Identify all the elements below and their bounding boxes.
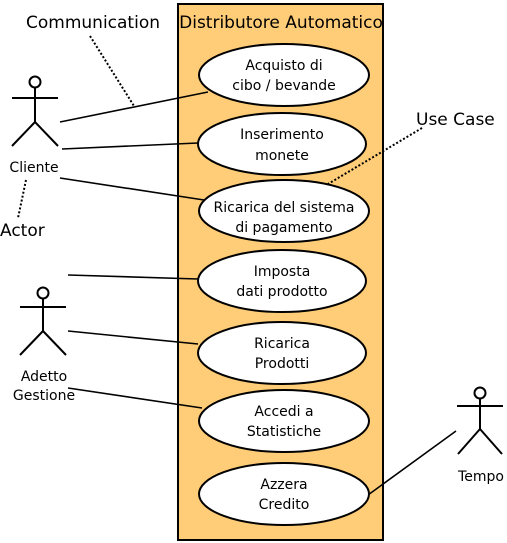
- communication-line: [59, 177, 205, 201]
- use-case-label: Ricarica del sistema: [214, 200, 355, 216]
- use-case-ellipse: [198, 389, 370, 453]
- use-case-inserimento: Inserimento monete: [197, 112, 367, 176]
- use-case-label: Accedi a: [254, 404, 313, 420]
- use-case-label: di pagamento: [235, 220, 332, 236]
- use-case-label: Inserimento: [240, 127, 324, 143]
- use-case-ellipse: [198, 43, 370, 107]
- communication-line: [67, 274, 199, 280]
- use-case-annotation: Use Case: [416, 110, 495, 130]
- use-case-label: Imposta: [254, 264, 311, 280]
- actor-cliente: Cliente: [9, 75, 59, 176]
- communication-line: [367, 430, 457, 496]
- annotation-pointers: [17, 35, 423, 219]
- use-case-ricarica-sistema: Ricarica del sistema di pagamento: [198, 179, 370, 243]
- stick-figure-icon: [457, 386, 503, 455]
- actor-pointer: [17, 179, 27, 219]
- use-case-accedi: Accedi a Statistiche: [198, 389, 370, 453]
- communication-line: [67, 387, 203, 409]
- communication-annotation: Communication: [26, 13, 160, 33]
- system-title: Distributore Automatico: [179, 13, 383, 33]
- actor-adetto-gestione: Adetto Gestione: [13, 286, 75, 404]
- use-case-ricarica-prodotti: Ricarica Prodotti: [197, 321, 367, 385]
- use-case-label: Statistiche: [247, 424, 321, 440]
- actor-tempo: Tempo: [457, 386, 504, 485]
- use-case-ellipse: [197, 249, 367, 313]
- actor-label: Cliente: [9, 160, 58, 176]
- use-case-label: monete: [255, 148, 309, 164]
- use-case-ellipse: [197, 112, 367, 176]
- use-case-label: dati prodotto: [236, 284, 327, 300]
- use-case-ellipse: [198, 179, 370, 243]
- actor-label: Tempo: [457, 469, 504, 485]
- stick-figure-icon: [11, 75, 59, 147]
- communication-lines: [59, 91, 457, 496]
- use-case-label: cibo / bevande: [232, 78, 335, 94]
- actor-annotation: Actor: [0, 221, 45, 241]
- use-case-ellipse: [198, 462, 370, 526]
- use-case-label: Credito: [259, 497, 310, 513]
- use-case-ellipse: [197, 321, 367, 385]
- communication-line: [67, 330, 199, 345]
- communication-pointer: [89, 35, 135, 107]
- use-case-acquisto: Acquisto di cibo / bevande: [198, 43, 370, 107]
- communication-line: [59, 91, 209, 123]
- use-case-label: Prodotti: [255, 356, 310, 372]
- use-case-label: Azzera: [260, 477, 307, 493]
- actor-label: Adetto: [21, 369, 67, 385]
- use-case-label: Acquisto di: [245, 58, 322, 74]
- use-case-azzera: Azzera Credito: [198, 462, 370, 526]
- actor-label: Gestione: [13, 388, 75, 404]
- communication-line: [61, 142, 199, 150]
- stick-figure-icon: [19, 286, 67, 356]
- use-case-label: Ricarica: [254, 336, 310, 352]
- use-case-imposta: Imposta dati prodotto: [197, 249, 367, 313]
